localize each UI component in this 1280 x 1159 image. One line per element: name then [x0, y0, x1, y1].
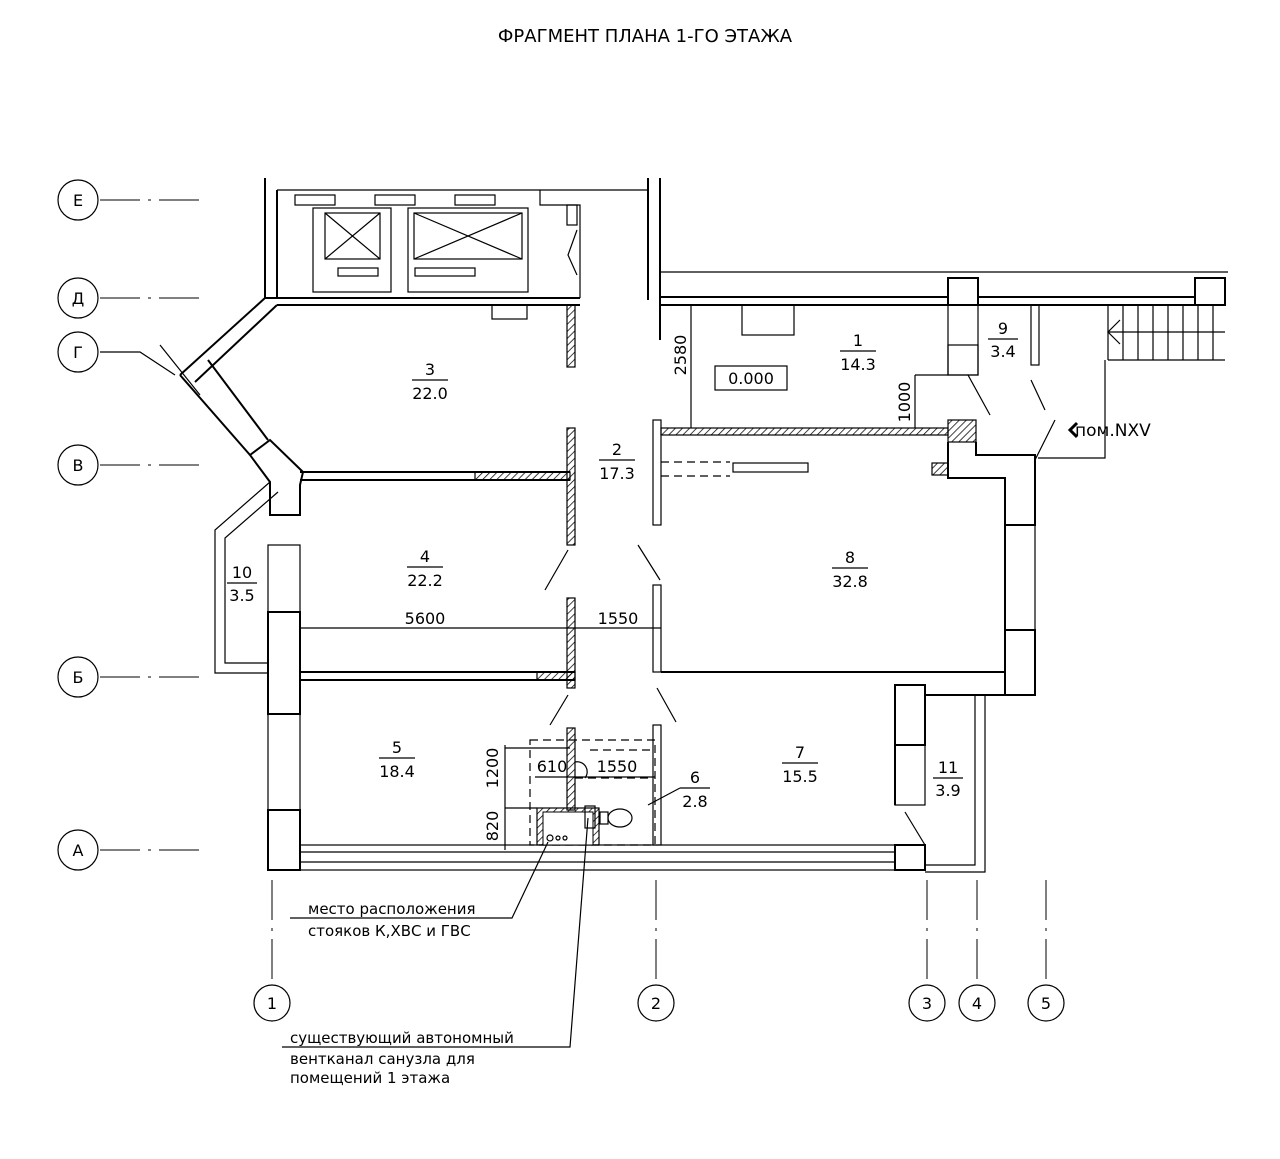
- notes: место расположения стояков К,ХВС и ГВС с…: [282, 817, 589, 1087]
- risers-note-line1: место расположения: [308, 900, 476, 918]
- dim-1000: 1000: [895, 382, 914, 423]
- svg-text:4: 4: [420, 547, 430, 566]
- axis-row-A: А: [57, 829, 205, 871]
- room-2: 217.3: [599, 440, 635, 483]
- svg-text:В: В: [73, 456, 84, 475]
- room-9: 93.4: [988, 319, 1018, 361]
- svg-text:А: А: [73, 841, 84, 860]
- room-1: 114.3: [840, 331, 876, 374]
- svg-text:3: 3: [425, 360, 435, 379]
- row-axes: Е Д Г В Б А: [57, 179, 205, 871]
- svg-text:Е: Е: [73, 191, 83, 210]
- axis-row-B: Б: [57, 656, 205, 698]
- vent-note-line2: вентканал санузла для: [290, 1050, 475, 1068]
- dim-2580: 2580: [671, 335, 690, 376]
- room-5: 518.4: [379, 738, 415, 781]
- dimensions: 2580 1000 5600 1550 1200 820 610 1550: [300, 305, 948, 850]
- svg-text:2: 2: [612, 440, 622, 459]
- level-mark: 0.000: [728, 369, 774, 388]
- svg-text:2.8: 2.8: [682, 792, 707, 811]
- room-10: 103.5: [227, 563, 257, 605]
- axis-col-2: 2: [637, 880, 675, 1022]
- svg-text:8: 8: [845, 548, 855, 567]
- svg-text:3.5: 3.5: [229, 586, 254, 605]
- axis-col-1: 1: [253, 880, 291, 1022]
- axis-col-4: 4: [958, 880, 996, 1022]
- svg-text:22.2: 22.2: [407, 571, 443, 590]
- svg-text:14.3: 14.3: [840, 355, 876, 374]
- column-axes: 1 2 3 4 5: [253, 880, 1065, 1022]
- level-mark-box: [714, 365, 788, 391]
- vent-note-line1: существующий автономный: [290, 1029, 514, 1047]
- plan-title: ФРАГМЕНТ ПЛАНА 1-ГО ЭТАЖА: [498, 26, 793, 47]
- svg-text:15.5: 15.5: [782, 767, 818, 786]
- svg-text:9: 9: [998, 319, 1008, 338]
- svg-text:10: 10: [232, 563, 252, 582]
- room-labels: 114.3 217.3 322.0 422.2 518.4 62.8 715.5…: [227, 319, 1018, 811]
- risers-note-line2: стояков К,ХВС и ГВС: [308, 922, 471, 940]
- vent-note-line3: помещений 1 этажа: [290, 1069, 450, 1087]
- room-7: 715.5: [782, 743, 818, 786]
- room-3: 322.0: [412, 360, 448, 403]
- svg-text:Г: Г: [73, 343, 83, 362]
- axis-row-V: В: [57, 444, 205, 486]
- dim-1550-b: 1550: [597, 757, 638, 776]
- svg-text:3.9: 3.9: [935, 781, 960, 800]
- neighbor-room-label: пом.NXV: [1075, 421, 1151, 441]
- svg-text:3.4: 3.4: [990, 342, 1015, 361]
- dim-1550-a: 1550: [598, 609, 639, 628]
- svg-text:Д: Д: [72, 289, 85, 308]
- walls: [159, 178, 1228, 873]
- dim-610: 610: [537, 757, 568, 776]
- svg-text:6: 6: [690, 768, 700, 787]
- dim-820: 820: [483, 811, 502, 842]
- svg-text:22.0: 22.0: [412, 384, 448, 403]
- svg-text:1: 1: [853, 331, 863, 350]
- svg-text:Б: Б: [73, 668, 84, 687]
- svg-text:7: 7: [795, 743, 805, 762]
- svg-text:4: 4: [972, 994, 982, 1013]
- svg-text:17.3: 17.3: [599, 464, 635, 483]
- room-6: 62.8: [647, 768, 710, 811]
- svg-text:5: 5: [1041, 994, 1051, 1013]
- svg-text:11: 11: [938, 758, 958, 777]
- svg-text:5: 5: [392, 738, 402, 757]
- room-11: 113.9: [933, 758, 963, 800]
- dim-5600: 5600: [405, 609, 446, 628]
- svg-text:32.8: 32.8: [832, 572, 868, 591]
- axis-row-E: Е: [57, 179, 205, 221]
- axis-col-3: 3: [908, 880, 946, 1022]
- axis-col-5: 5: [1027, 880, 1065, 1022]
- svg-text:1: 1: [267, 994, 277, 1013]
- axis-row-D: Д: [57, 277, 205, 319]
- axis-row-G: Г: [57, 331, 176, 376]
- room-4: 422.2: [407, 547, 443, 590]
- room-8: 832.8: [832, 548, 868, 591]
- dim-1200: 1200: [483, 748, 502, 789]
- svg-text:18.4: 18.4: [379, 762, 415, 781]
- svg-text:3: 3: [922, 994, 932, 1013]
- svg-text:2: 2: [651, 994, 661, 1013]
